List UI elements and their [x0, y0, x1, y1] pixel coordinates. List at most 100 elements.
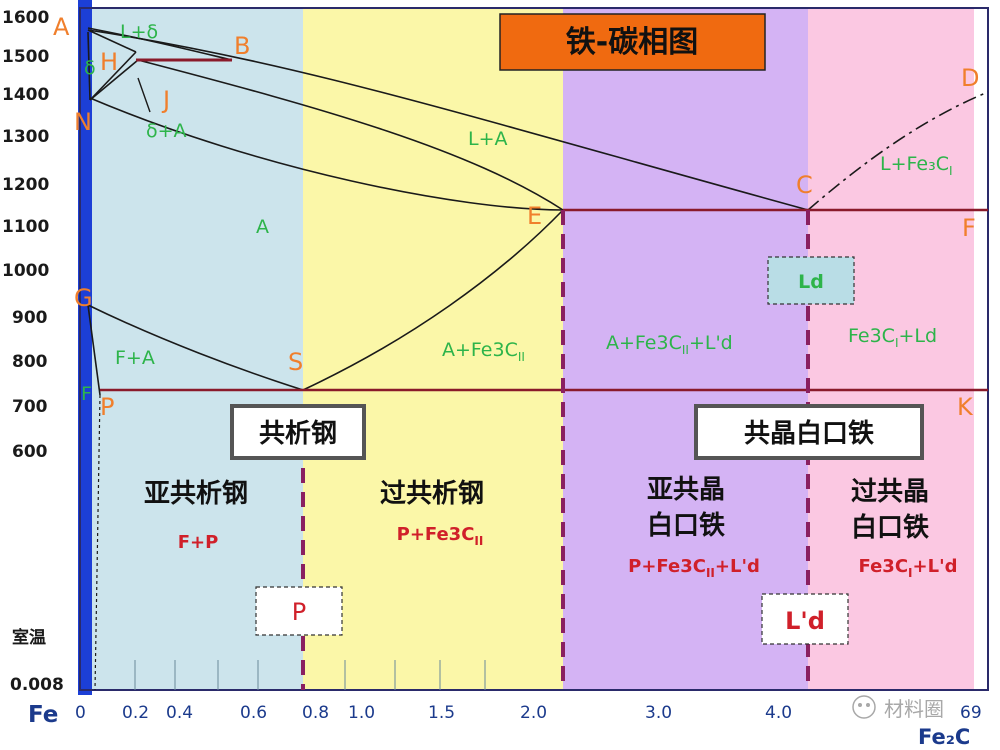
- zone-hypoeutectic-bg: [563, 8, 808, 690]
- y-tick-700: 700: [12, 397, 48, 417]
- x-axis: Fe 0 0.2 0.4 0.6 0.8 1.0 1.5 2.0 3.0 4.0…: [28, 660, 982, 749]
- zone-hypereutectic-name-2: 白口铁: [851, 512, 929, 543]
- zone-hypereutectic-bg: [808, 8, 974, 690]
- y-tick-1500: 1500: [2, 47, 49, 67]
- point-d: D: [961, 64, 979, 92]
- point-k: K: [957, 393, 974, 421]
- point-a: A: [53, 13, 70, 41]
- point-j: J: [161, 86, 170, 114]
- boxed-labels: Ld 共析钢 共晶白口铁 P L'd: [230, 256, 924, 645]
- x-tick-3-0: 3.0: [645, 703, 672, 723]
- line-es: [302, 209, 564, 391]
- phase-f-a: F+A: [115, 347, 155, 369]
- zone-hypoeutectic-name-2: 白口铁: [647, 510, 725, 541]
- phase-l-a: L+A: [468, 128, 508, 150]
- x-tick-0-4: 0.4: [166, 703, 193, 723]
- point-h: H: [100, 48, 118, 76]
- liquidus-ac: [87, 29, 809, 211]
- zone-hypereutectic-name-1: 过共晶: [851, 477, 929, 507]
- y-tick-1300: 1300: [2, 127, 49, 147]
- x-label-fe3c: Fe₂C: [918, 725, 970, 749]
- zone-hypoeutectic-name-1: 亚共晶: [647, 475, 725, 505]
- zone-hypoeutectoid-name: 亚共析钢: [144, 479, 248, 509]
- zone-hypereutectoid-structure: P+Fe3CII: [397, 524, 484, 548]
- line-cd: [807, 91, 989, 211]
- x-tick-0-2: 0.2: [122, 703, 149, 723]
- phase-a-fe3c-ii: A+Fe3CII: [442, 339, 525, 364]
- label-l-prime-d: L'd: [785, 607, 825, 635]
- diagram-frame: [79, 7, 989, 691]
- box-p: [255, 586, 343, 636]
- y-tick-900: 900: [12, 308, 48, 328]
- diagram-title: 铁-碳相图: [566, 25, 698, 60]
- x-label-fe: Fe: [28, 702, 58, 728]
- y-tick-600: 600: [12, 442, 48, 462]
- x-tick-marks: [134, 660, 486, 690]
- phase-a: A: [256, 216, 269, 238]
- line-hn: [89, 51, 137, 101]
- phase-l-fe3c-i: L+Fe₃CI: [880, 153, 953, 178]
- x-tick-69: 69: [960, 703, 982, 723]
- watermark: 材料圈: [852, 695, 944, 721]
- zone-hypereutectic-structure: Fe3CI+L'd: [859, 556, 958, 580]
- zone-hypoeutectoid-structure: F+P: [178, 532, 219, 553]
- box-eutectic-white-iron: [694, 404, 924, 460]
- x-tick-1-5: 1.5: [428, 703, 455, 723]
- title-box: [499, 13, 766, 71]
- zone-hypereutectoid-bg: [303, 8, 563, 690]
- zone-hypoeutectic-structure: P+Fe3CII+L'd: [628, 556, 760, 580]
- line-gp: [87, 304, 101, 396]
- line-an: [87, 31, 91, 101]
- line-gs: [87, 304, 304, 391]
- phase-labels: L+δ δ δ+A L+A A L+Fe₃CI F+A F A+Fe3CII A…: [81, 21, 953, 405]
- watermark-icon: [852, 695, 876, 719]
- y-tick-1200: 1200: [2, 175, 49, 195]
- point-f: F: [962, 214, 976, 242]
- y-axis: 1600 1500 1400 1300 1200 1100 1000 900 8…: [2, 8, 64, 695]
- label-eutectic-white-iron: 共晶白口铁: [744, 418, 874, 449]
- zone-hypereutectoid-name: 过共析钢: [380, 479, 484, 509]
- label-p: P: [292, 598, 306, 626]
- point-p: P: [100, 393, 114, 421]
- solidus-ah: [87, 29, 137, 53]
- phase-a-fe3c-ii-ld: A+Fe3CII+L'd: [606, 332, 733, 357]
- zone-hypoeutectoid-bg: [90, 8, 303, 690]
- box-eutectoid-steel: [230, 404, 366, 460]
- y-tick-1600: 1600: [2, 8, 49, 28]
- y-tick-1000: 1000: [2, 261, 49, 281]
- x-tick-0: 0: [75, 703, 86, 723]
- x-tick-2-0: 2.0: [520, 703, 547, 723]
- point-s: S: [288, 348, 303, 376]
- x-tick-0-8: 0.8: [302, 703, 329, 723]
- zone-labels: 亚共析钢 F+P 过共析钢 P+Fe3CII 亚共晶 白口铁 P+Fe3CII+…: [144, 475, 957, 580]
- point-n: N: [74, 108, 92, 136]
- x-tick-1-0: 1.0: [348, 703, 375, 723]
- y-tick-1400: 1400: [2, 85, 49, 105]
- line-j-pointer: [137, 77, 151, 113]
- phase-fe3c-i-ld: Fe3CI+Ld: [848, 325, 937, 350]
- phase-f: F: [81, 383, 92, 405]
- line-pq: [94, 394, 101, 691]
- x-tick-0-6: 0.6: [240, 703, 267, 723]
- x-tick-4-0: 4.0: [765, 703, 792, 723]
- watermark-text: 材料圈: [884, 697, 944, 721]
- point-labels: A H B J N E C D F G S P K: [53, 13, 979, 421]
- solidus-je: [137, 59, 564, 211]
- point-g: G: [74, 284, 93, 312]
- line-ne: [89, 97, 564, 211]
- point-e: E: [527, 202, 542, 230]
- point-c: C: [796, 171, 813, 199]
- y-tick-800: 800: [12, 352, 48, 372]
- y-tick-0008: 0.008: [10, 675, 64, 695]
- y-tick-1100: 1100: [2, 217, 49, 237]
- line-jn: [89, 59, 139, 101]
- phase-lines: [87, 27, 989, 691]
- box-ld: [767, 256, 855, 305]
- ferrite-band: [78, 0, 92, 695]
- point-b: B: [234, 32, 250, 60]
- y-tick-room-temp: 室温: [12, 627, 46, 648]
- label-eutectoid-steel: 共析钢: [259, 419, 337, 449]
- phase-delta-a: δ+A: [146, 120, 187, 142]
